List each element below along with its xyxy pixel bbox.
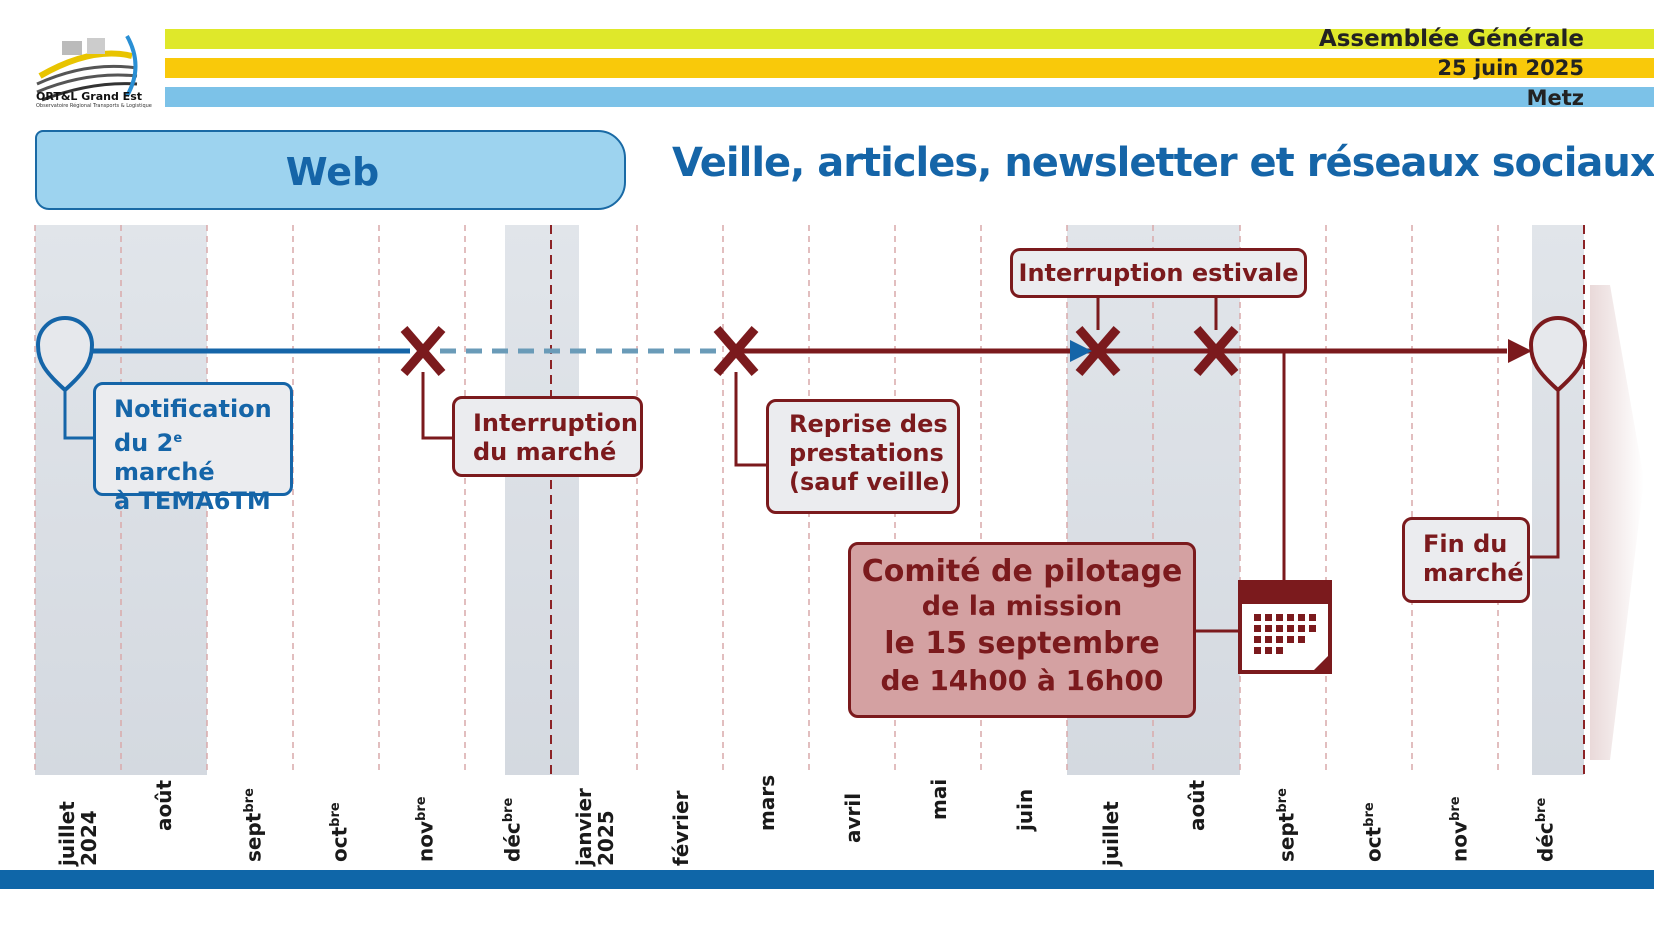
month-label: septbre: [1275, 788, 1300, 862]
month-label: mai: [927, 778, 952, 820]
arrow-to-end: [1508, 339, 1532, 363]
month-label: août: [152, 779, 177, 831]
comite-line1: Comité de pilotage: [861, 554, 1183, 589]
connector-notification: [63, 390, 95, 440]
connector-fin: [1530, 390, 1560, 559]
comite-line2: de la mission: [921, 591, 1123, 622]
month-label: mars: [754, 774, 779, 831]
month-label: décbre: [1533, 797, 1558, 862]
month-label: octbre: [328, 802, 352, 862]
fin-box: Fin du marché: [1402, 517, 1530, 603]
logo-tagline: Observatoire Régional Transports & Logis…: [36, 103, 152, 109]
month-label: juin: [1013, 788, 1038, 831]
header-band-orange: [165, 58, 1654, 78]
event-name: Assemblée Générale: [1318, 26, 1584, 52]
page-title: Veille, articles, newsletter et réseaux …: [672, 140, 1654, 186]
event-place: Metz: [1526, 86, 1584, 110]
notification-box: Notification du 2e marché à TEMA6TM: [93, 382, 293, 515]
x-marker-aug-2025: [1193, 326, 1239, 376]
x-marker-nov-2024: [400, 326, 446, 376]
logo-icon: [36, 35, 138, 102]
notification-line3: à TEMA6TM: [114, 487, 271, 515]
end-pin-icon: [1528, 315, 1588, 393]
notification-line2: du 2e marché: [114, 429, 215, 486]
calendar-icon: [1238, 580, 1332, 674]
start-pin-icon: [35, 315, 95, 393]
header-band-yellow: [165, 29, 1654, 49]
comite-box: Comité de pilotage de la mission le 15 s…: [848, 542, 1196, 718]
month-label: octbre: [1361, 802, 1386, 862]
month-label: avril: [840, 792, 865, 843]
section-label-box: Web: [35, 130, 626, 210]
x-marker-mar-2025: [713, 326, 759, 376]
timeline-continuation-arrow: [1590, 285, 1644, 760]
month-label: décbre: [500, 797, 525, 862]
estivale-box: Interruption estivale: [1010, 248, 1307, 298]
interruption-box: Interruption du marché: [452, 396, 643, 477]
event-date: 25 juin 2025: [1437, 56, 1584, 80]
month-label: novbre: [1447, 796, 1472, 862]
comite-line4: de 14h00 à 16h00: [880, 664, 1164, 697]
month-label: août: [1185, 779, 1210, 831]
connector-interruption: [421, 372, 455, 440]
month-label: février: [668, 790, 693, 866]
reprise-box: Reprise des prestations (sauf veille): [766, 399, 960, 514]
shade-dec-2024: [505, 225, 579, 775]
month-label: novbre: [414, 796, 439, 862]
connector-reprise: [734, 372, 768, 467]
section-label: Web: [285, 150, 380, 194]
logo-name: ORT&L Grand Est: [36, 90, 142, 103]
footer-band: [0, 870, 1654, 889]
month-label: septbre: [241, 788, 266, 862]
comite-line3: le 15 septembre: [884, 626, 1160, 661]
x-marker-jul-2025: [1075, 326, 1121, 376]
arrow-to-july: [1070, 340, 1092, 362]
month-label: juillet: [1099, 800, 1124, 866]
header-band-blue: [165, 87, 1654, 107]
notification-line1: Notification: [114, 395, 272, 423]
